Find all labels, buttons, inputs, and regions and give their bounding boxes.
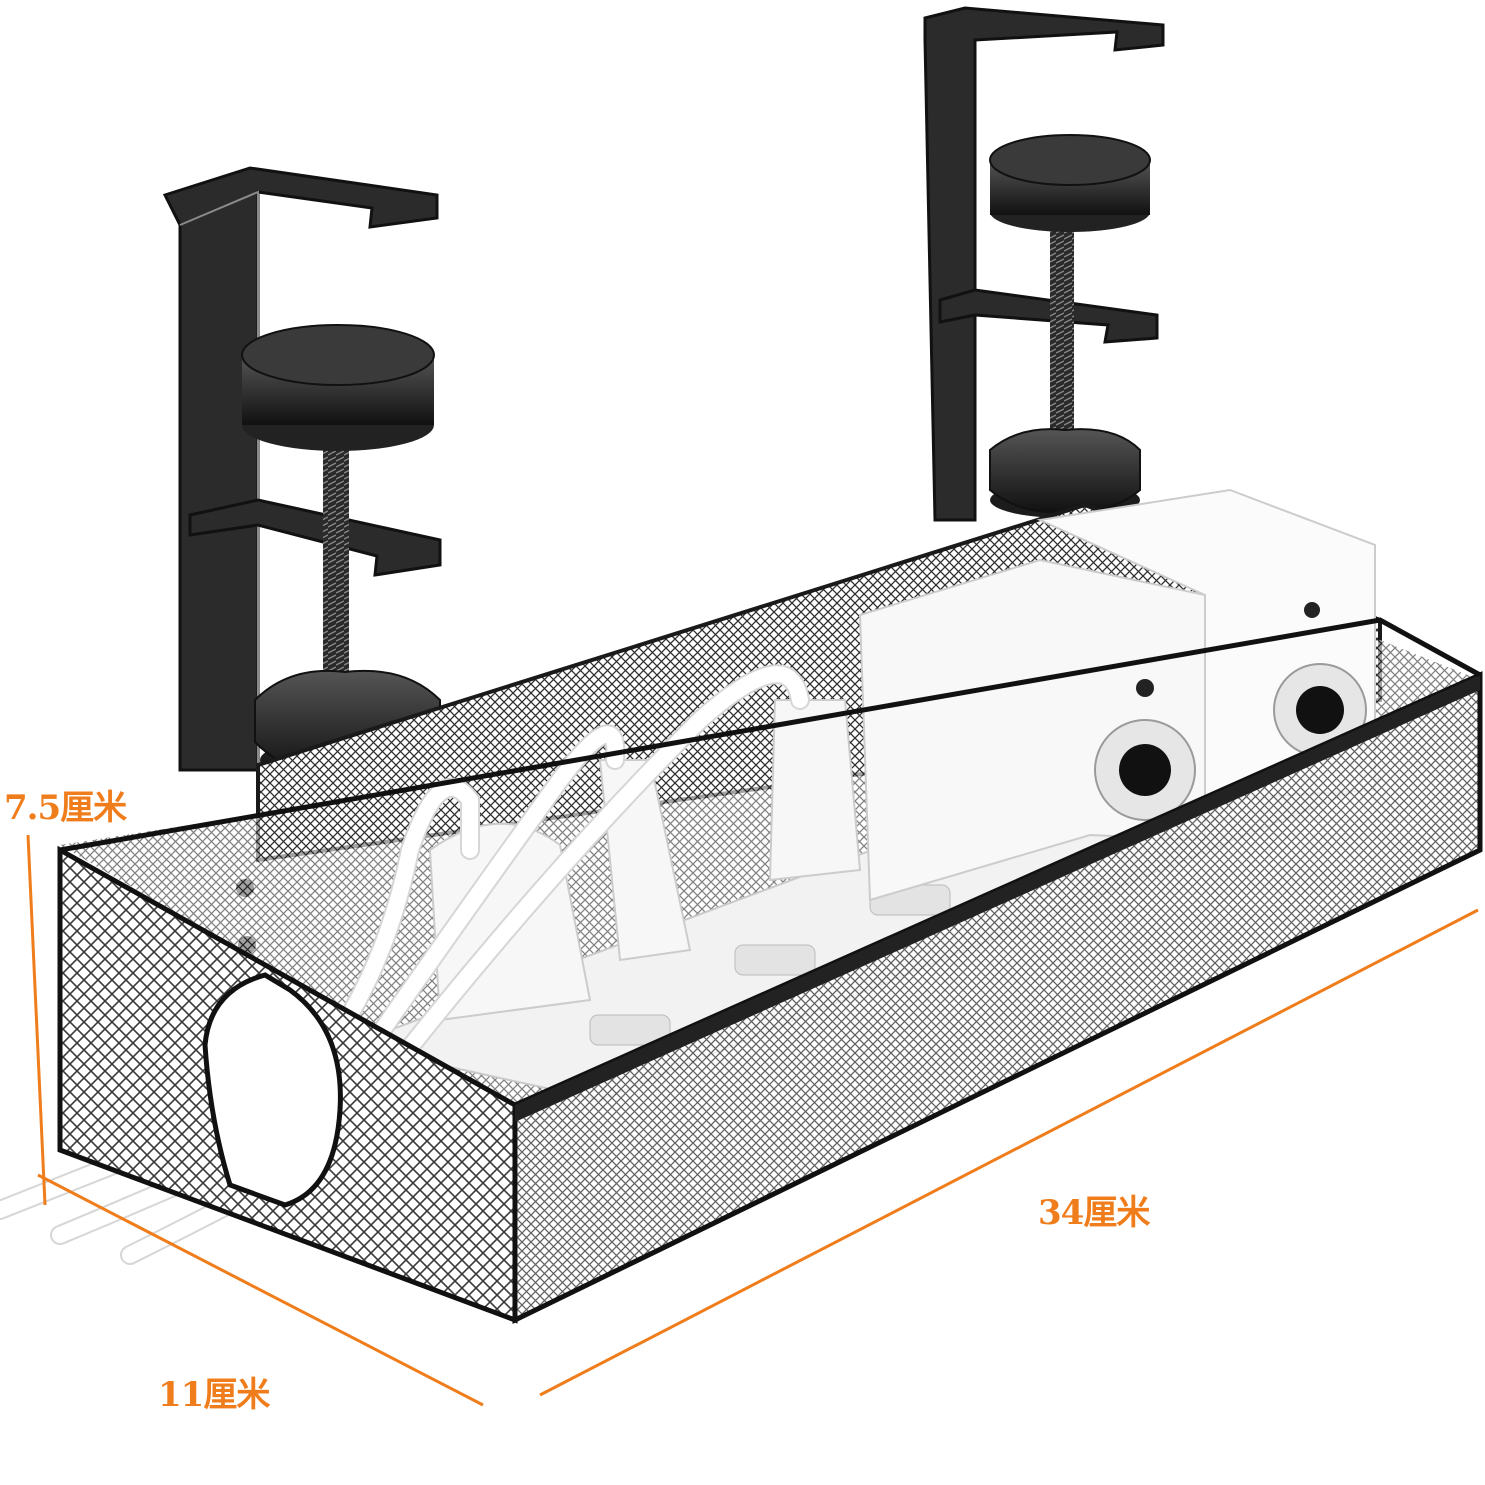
tray-front-walls: [57, 617, 1483, 1324]
right-desk-clamp: [923, 6, 1165, 522]
height-dimension-label: 7.5厘米: [4, 788, 127, 828]
depth-dimension-label: 11厘米: [158, 1375, 270, 1415]
dimension-lines: [26, 834, 1479, 1407]
length-dimension-line: [539, 908, 1479, 1397]
length-dimension-label: 34厘米: [1038, 1193, 1150, 1233]
right-clamp-top-knob: [989, 134, 1151, 232]
cable-exit-notch: [202, 972, 343, 1208]
usb-adapter-cube: [858, 488, 1376, 902]
right-clamp-bottom-nut: [989, 428, 1141, 518]
depth-dimension-line: [37, 1173, 484, 1407]
left-clamp-top-knob: [241, 324, 435, 451]
height-dimension-line: [26, 834, 47, 1206]
